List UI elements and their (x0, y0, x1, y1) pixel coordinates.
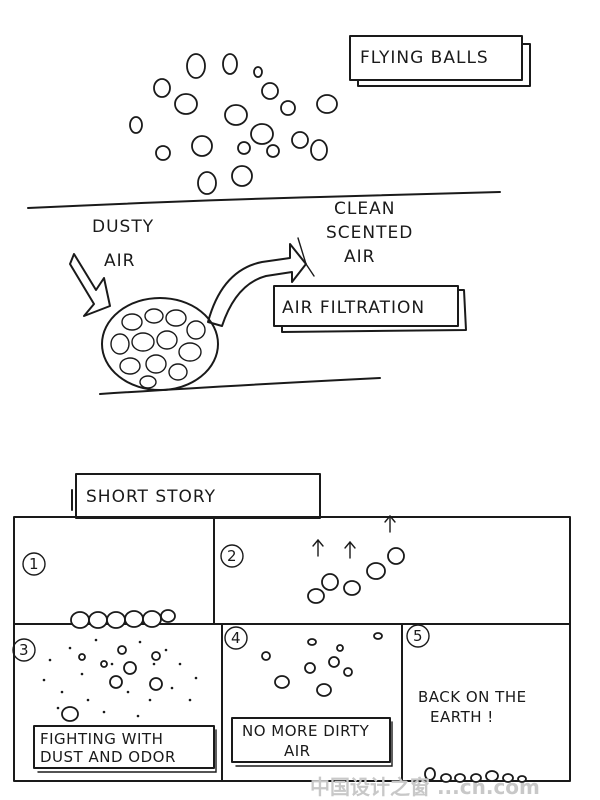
resting-balls (70, 609, 176, 629)
clean-scented-air-label: CLEAN SCENTED AIR (326, 199, 413, 267)
dusty-air-label: DUSTY AIR (92, 217, 154, 271)
air-filtration-title: AIR FILTRATION (282, 298, 425, 318)
dust-particles (42, 638, 198, 718)
panel-1-number: 1 (29, 555, 39, 573)
up-arrows (312, 514, 396, 559)
ground-line (27, 191, 501, 209)
panel-5-text-line1: BACK ON THE (418, 688, 527, 706)
panel-4-caption-box: NO MORE DIRTY AIR (231, 717, 393, 767)
panel-3-number: 3 (19, 641, 29, 659)
flying-balls-title: FLYING BALLS (360, 48, 489, 68)
panel-3-caption-line1: FIGHTING WITH (40, 730, 163, 748)
filter-ball (101, 297, 219, 391)
short-story-title-box: SHORT STORY (71, 473, 321, 519)
panel-5: 5 BACK ON THE EARTH ! (406, 624, 527, 783)
filter-ground-line (99, 377, 381, 395)
panel-4-number: 4 (231, 629, 241, 647)
panel-4-caption-line1: NO MORE DIRTY (242, 722, 370, 740)
dusty-air-arrow (69, 253, 111, 317)
clean-air-text: AIR (344, 247, 375, 267)
scented-label: SCENTED (326, 223, 413, 243)
air-filtration-box: AIR FILTRATION (273, 285, 467, 333)
panel-2-number: 2 (227, 547, 237, 565)
short-story-title: SHORT STORY (86, 487, 216, 507)
clean-label: CLEAN (334, 199, 395, 219)
panel-5-text-line2: EARTH ! (430, 708, 494, 726)
landed-balls (424, 767, 527, 783)
watermark: 中国设计之窗 ...cn.com (310, 775, 540, 799)
dusty-label: DUSTY (92, 217, 154, 237)
panel-3-caption-box: FIGHTING WITH DUST AND ODOR (33, 725, 217, 773)
panel-1: 1 (22, 552, 176, 629)
panel-3-caption-line2: DUST AND ODOR (40, 748, 176, 766)
panel-2: 2 (220, 514, 405, 604)
panel-4-caption-line2: AIR (284, 742, 311, 760)
panel-4: 4 NO MORE DIRTY AIR (224, 626, 393, 767)
flying-balls-title-box: FLYING BALLS (349, 35, 531, 87)
floating-balls (261, 632, 383, 697)
panel-3: 3 FIGHTING WITH DUST AND ODOR (12, 638, 217, 773)
flying-balls-cluster (129, 53, 338, 195)
rising-balls (307, 547, 405, 604)
dusty-air-text: AIR (104, 251, 135, 271)
panel-5-number: 5 (413, 627, 423, 645)
